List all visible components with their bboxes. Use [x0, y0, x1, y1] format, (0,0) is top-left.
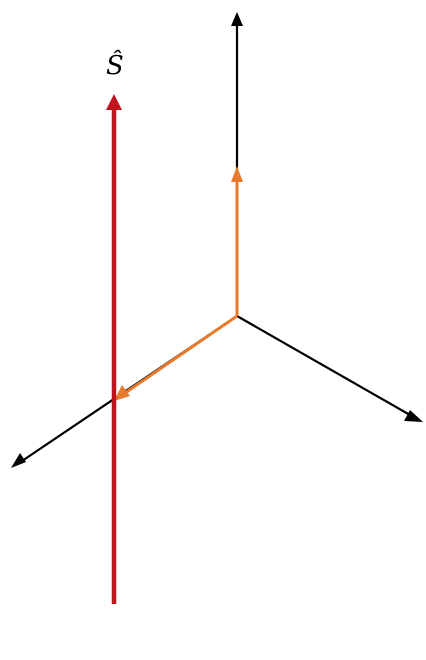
- s-hat-arrowhead-icon: [106, 94, 122, 110]
- vertical-axis-arrowhead-icon: [231, 12, 243, 26]
- orange-vertical-arrowhead-icon: [231, 166, 243, 182]
- coordinate-axes: [11, 12, 423, 468]
- s-hat-vector: [106, 94, 122, 604]
- orange-diagonal-arrowhead-icon: [114, 385, 130, 401]
- s-hat-label: Ŝ: [106, 49, 124, 81]
- left-axis-arrowhead-icon: [11, 453, 26, 468]
- right-axis: [236, 315, 411, 416]
- orange-vectors: [114, 166, 243, 401]
- orange-diagonal-vector: [124, 314, 238, 395]
- right-axis-arrowhead-icon: [404, 410, 423, 422]
